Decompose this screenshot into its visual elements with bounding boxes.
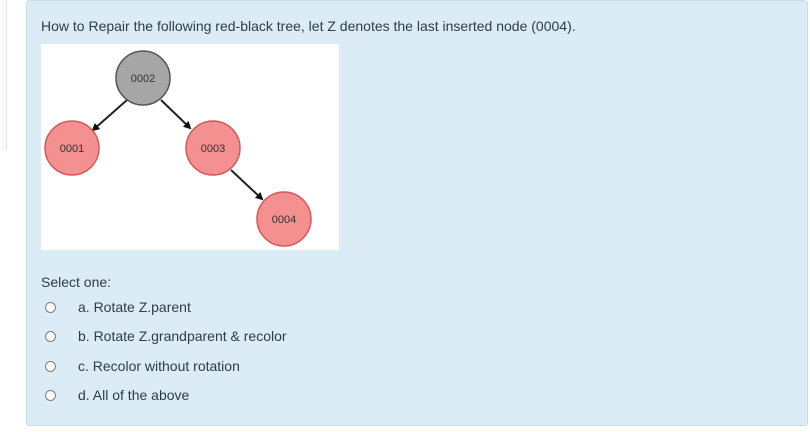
radio-button-c[interactable] xyxy=(45,360,56,372)
radio-button-a[interactable] xyxy=(45,301,56,313)
side-panel-edge xyxy=(0,0,7,150)
answer-label-b: b. Rotate Z.grandparent & recolor xyxy=(78,328,287,344)
answer-label-d: d. All of the above xyxy=(78,387,190,403)
radio-button-d[interactable] xyxy=(45,389,56,401)
node-label-root: 0002 xyxy=(131,73,155,85)
tree-node-left: 0001 xyxy=(44,120,100,176)
select-one-label: Select one: xyxy=(41,274,112,290)
edge-root-right xyxy=(160,99,192,130)
edge-root-left xyxy=(91,99,128,132)
question-text: How to Repair the following red-black tr… xyxy=(41,18,576,34)
answer-option-c[interactable]: c. Recolor without rotation xyxy=(45,356,365,376)
node-label-left: 0001 xyxy=(60,143,84,155)
node-label-right-right: 0004 xyxy=(272,214,296,226)
answer-label-a: a. Rotate Z.parent xyxy=(78,299,191,315)
answer-option-b[interactable]: b. Rotate Z.grandparent & recolor xyxy=(45,326,365,346)
question-card: How to Repair the following red-black tr… xyxy=(26,0,808,426)
tree-node-right: 0003 xyxy=(185,120,241,176)
edge-right-rightright xyxy=(230,169,264,201)
answer-option-a[interactable]: a. Rotate Z.parent xyxy=(45,297,365,317)
red-black-tree-figure: 0002 0001 0003 0004 xyxy=(41,44,339,250)
radio-button-b[interactable] xyxy=(45,330,56,342)
answer-option-d[interactable]: d. All of the above xyxy=(45,385,365,405)
answer-label-c: c. Recolor without rotation xyxy=(78,358,240,374)
tree-node-right-right: 0004 xyxy=(256,191,312,247)
node-label-right: 0003 xyxy=(201,143,225,155)
tree-node-root: 0002 xyxy=(115,50,171,106)
tree-diagram: 0002 0001 0003 0004 xyxy=(44,50,312,247)
